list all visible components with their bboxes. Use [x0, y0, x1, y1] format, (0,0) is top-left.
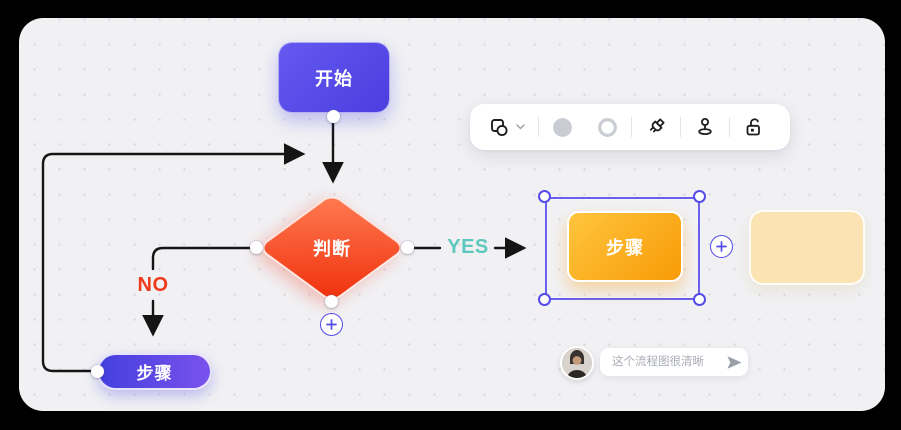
- pin-icon: [698, 118, 712, 136]
- edge-label-yes: YES: [447, 236, 489, 258]
- selection-rectangle[interactable]: [545, 197, 700, 300]
- plus-icon: [326, 319, 337, 330]
- plus-icon: [716, 241, 727, 252]
- shape-picker-button[interactable]: [488, 116, 525, 138]
- send-comment-button[interactable]: [723, 352, 745, 372]
- lock-button[interactable]: [743, 116, 765, 138]
- add-node-right-button[interactable]: [710, 235, 733, 258]
- node-decision-label: 判断: [313, 239, 351, 259]
- connector-decision-right[interactable]: [401, 241, 414, 254]
- node-start-label: 开始: [315, 68, 353, 89]
- connector-start-bottom[interactable]: [327, 110, 340, 123]
- connector-step-loop-left[interactable]: [91, 365, 104, 378]
- toolbar-divider: [729, 117, 730, 137]
- node-step-selected[interactable]: 步骤: [567, 211, 683, 282]
- selection-handle-bottom-right[interactable]: [693, 293, 706, 306]
- node-start[interactable]: 开始: [278, 42, 390, 113]
- shapes-icon: [491, 119, 508, 137]
- commenter-avatar: [560, 346, 594, 380]
- stamp-pin-button[interactable]: [694, 116, 716, 138]
- toolbar-divider: [680, 117, 681, 137]
- fill-color-swatch[interactable]: [552, 117, 573, 138]
- node-ghost-preview: [749, 210, 865, 285]
- selection-handle-top-right[interactable]: [693, 190, 706, 203]
- node-step-loop[interactable]: 步骤: [97, 353, 212, 390]
- node-step-loop-label: 步骤: [136, 364, 173, 383]
- filled-circle-icon: [553, 117, 572, 137]
- comment-input[interactable]: [600, 348, 748, 376]
- chevron-down-icon: [516, 124, 525, 130]
- toolbar-divider: [538, 117, 539, 137]
- node-step-selected-label: 步骤: [606, 237, 644, 258]
- format-painter-button[interactable]: [645, 116, 667, 138]
- ring-circle-icon: [598, 117, 617, 137]
- selection-handle-top-left[interactable]: [538, 190, 551, 203]
- stroke-color-swatch[interactable]: [597, 117, 618, 138]
- node-decision[interactable]: 判断: [256, 192, 408, 304]
- connector-decision-bottom[interactable]: [325, 295, 338, 308]
- toolbar-divider: [631, 117, 632, 137]
- shape-toolbar: [470, 104, 790, 150]
- connector-decision-left[interactable]: [250, 241, 263, 254]
- add-node-below-button[interactable]: [320, 313, 343, 336]
- paper-plane-icon: [726, 355, 742, 369]
- unlock-icon: [746, 118, 760, 136]
- paint-brush-icon: [649, 118, 665, 133]
- avatar-photo: [562, 348, 592, 378]
- selection-handle-bottom-left[interactable]: [538, 293, 551, 306]
- diagram-canvas[interactable]: 开始 判断 步骤 步骤 YES NO: [19, 18, 885, 411]
- edge-label-no: NO: [137, 274, 169, 296]
